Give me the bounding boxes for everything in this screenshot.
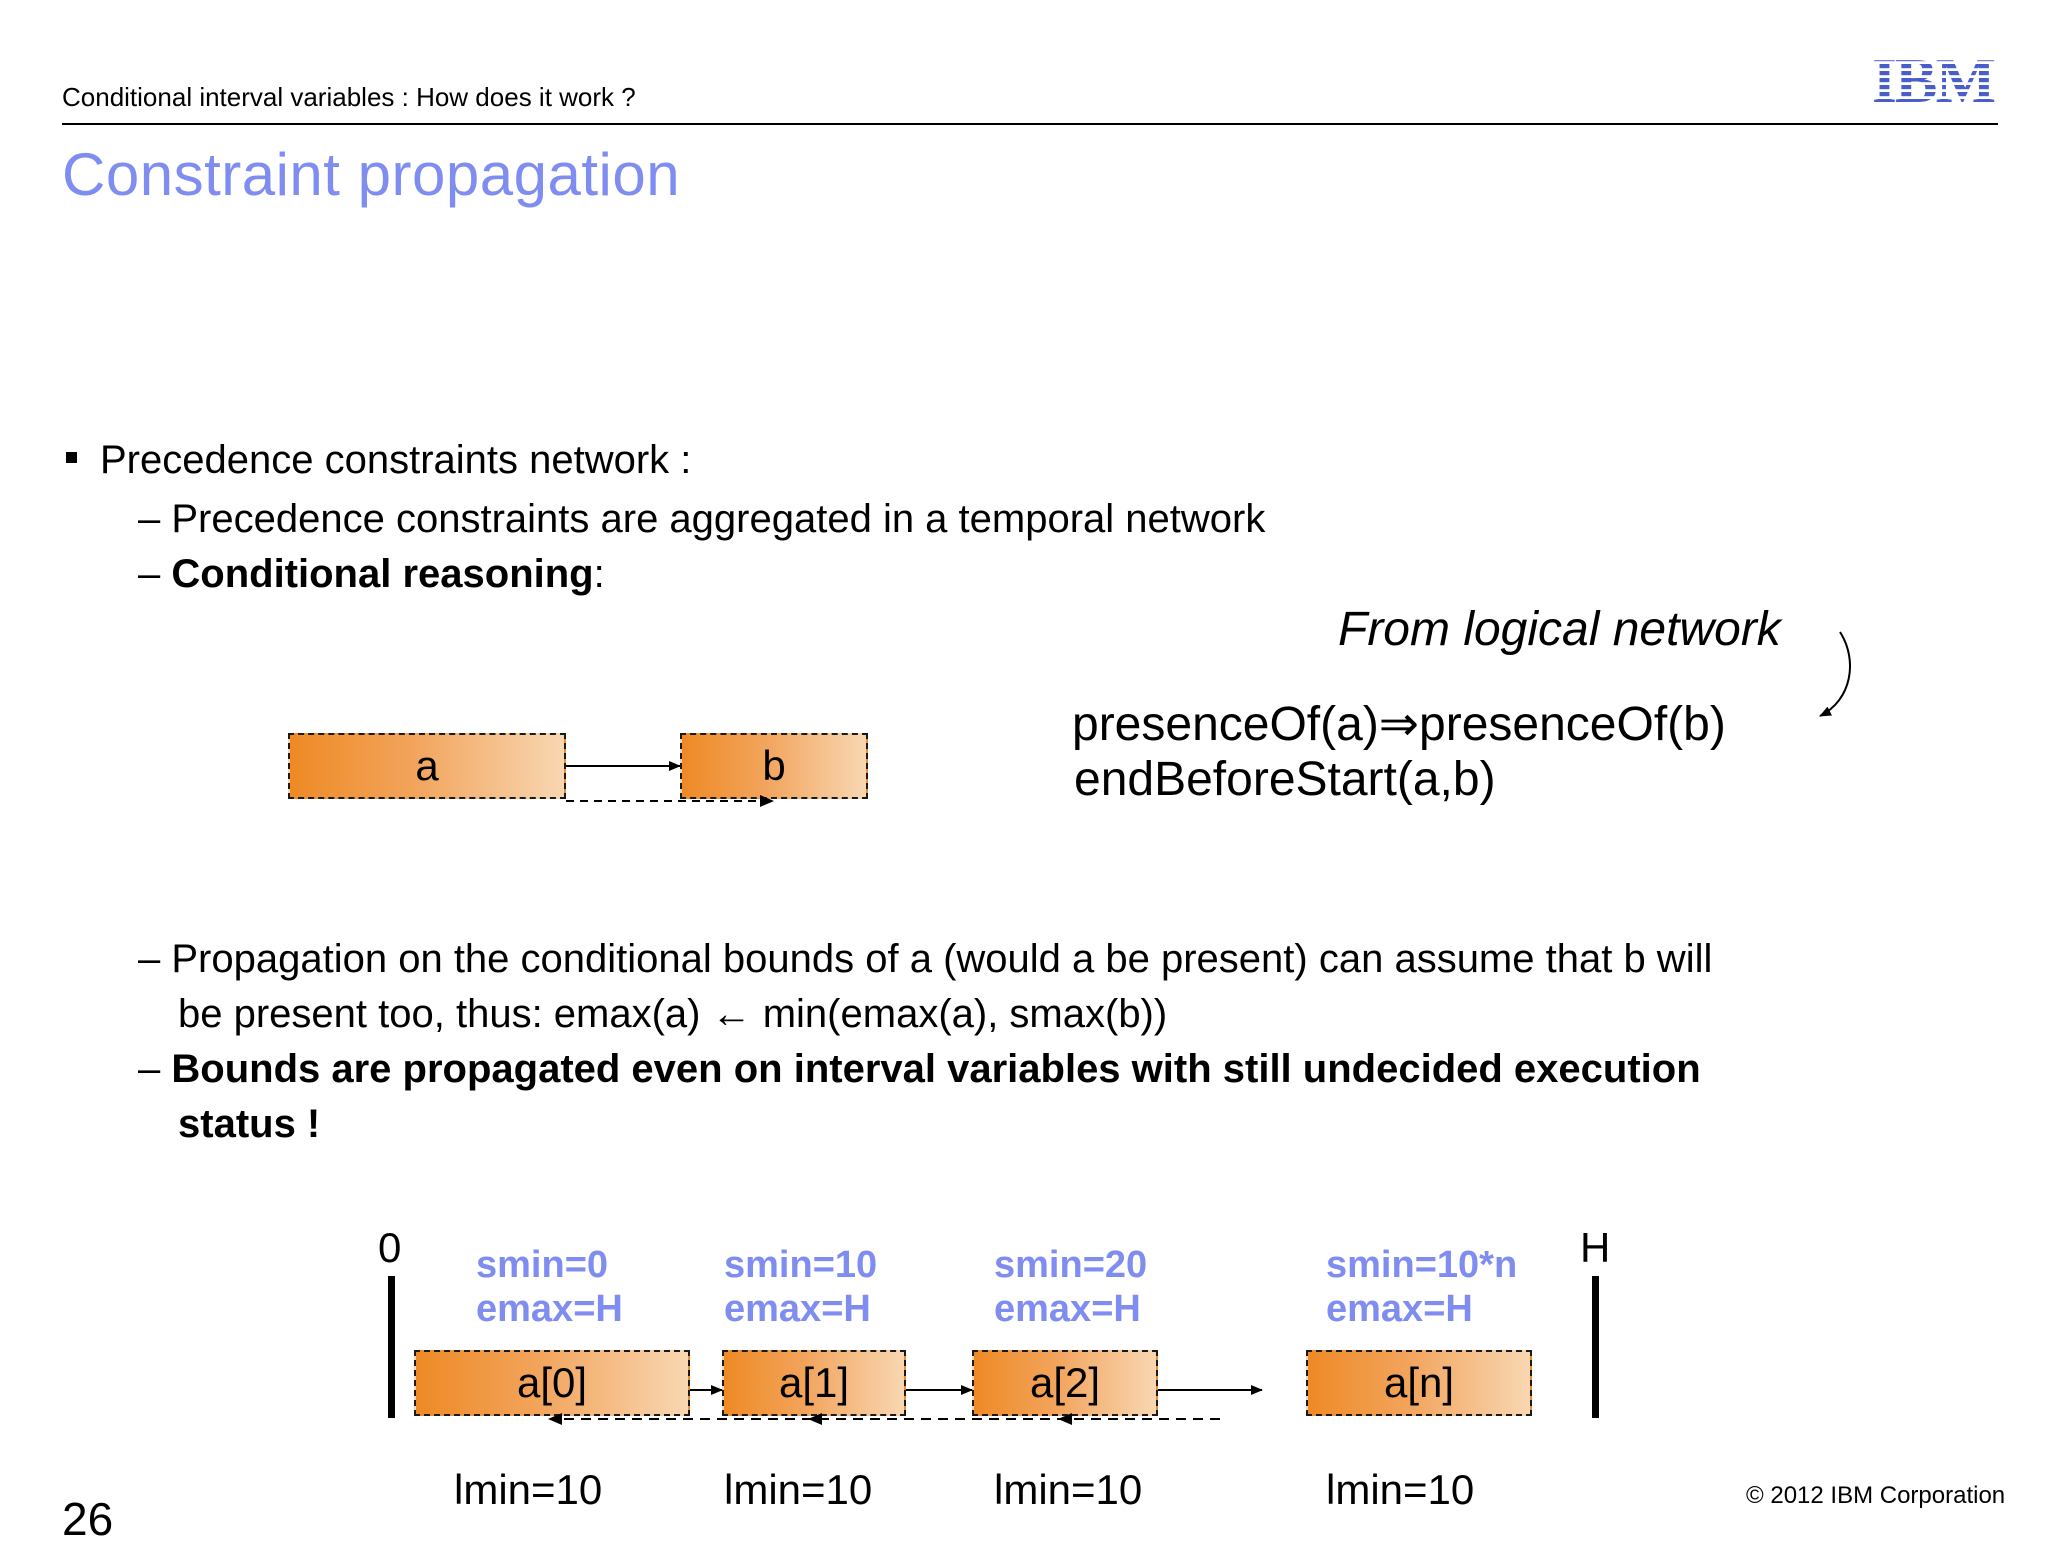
copyright-notice: © 2012 IBM Corporation [1746,1482,2006,1509]
lmin-a2: lmin=10 [994,1466,1143,1513]
header-divider [62,123,1998,125]
sub-bullet-conditional-reasoning: – Conditional reasoning: [138,552,605,596]
interval-box-an: a[n] [1306,1350,1532,1416]
bound-a1: smin=10 emax=H [724,1244,878,1330]
bound-an: smin=10*n emax=H [1326,1244,1518,1330]
formula-presence: presenceOf(a)⇒presenceOf(b) [1072,698,1726,751]
section-header: Conditional interval variables : How doe… [62,82,636,112]
sub-bullet-propagation-line2: be present too, thus: emax(a) ← min(emax… [178,992,1168,1036]
sub-bullet-bounds-line1: – Bounds are propagated even on interval… [138,1047,1701,1091]
bound-a2: smin=20 emax=H [994,1244,1148,1330]
propagation-text: Propagation on the conditional bounds of… [171,937,1713,981]
interval-box-a-label: a [415,742,439,789]
axis-end-label: H [1580,1224,1611,1271]
slide-number: 26 [62,1493,114,1545]
interval-box-b-label: b [762,742,786,789]
backward-arrowhead-a1 [808,1413,822,1425]
interval-box-a1: a[1] [722,1350,906,1416]
ibm-logo: IBM [1872,50,1997,106]
axis-end-bar [1592,1276,1599,1418]
lmin-a1: lmin=10 [724,1466,873,1513]
note-curved-arrow [1819,631,1852,717]
svg-text:IBM: IBM [1872,50,1995,106]
interval-box-a0: a[0] [414,1350,690,1416]
sub-bullet-propagation-line1: – Propagation on the conditional bounds … [138,937,1713,981]
lmin-a0: lmin=10 [454,1466,603,1513]
axis-start-label: 0 [378,1224,402,1271]
bound-a0: smin=0 emax=H [476,1244,623,1330]
from-logical-network-note: From logical network [1338,603,1781,656]
interval-box-b: b [680,733,868,799]
interval-box-a2: a[2] [972,1350,1158,1416]
bullet-marker [66,452,77,463]
lmin-an: lmin=10 [1326,1466,1475,1513]
sub-bullet-bounds-line2: status ! [178,1102,321,1146]
conditional-reasoning-label: Conditional reasoning [171,552,594,596]
bullet-precedence-network: Precedence constraints network : [100,438,692,482]
sub-bullet-aggregated-text: Precedence constraints are aggregated in… [171,497,1266,541]
axis-start-bar [388,1276,395,1418]
conditional-arrowhead [760,795,774,807]
sub-bullet-aggregated: – Precedence constraints are aggregated … [138,497,1266,541]
slide-title: Constraint propagation [62,141,681,208]
backward-arrowhead-a2 [1058,1413,1072,1425]
interval-box-a: a [288,733,566,799]
formula-end-before-start: endBeforeStart(a,b) [1074,753,1496,806]
bounds-text: Bounds are propagated even on interval v… [171,1047,1701,1091]
backward-arrowhead-a0 [548,1413,562,1425]
